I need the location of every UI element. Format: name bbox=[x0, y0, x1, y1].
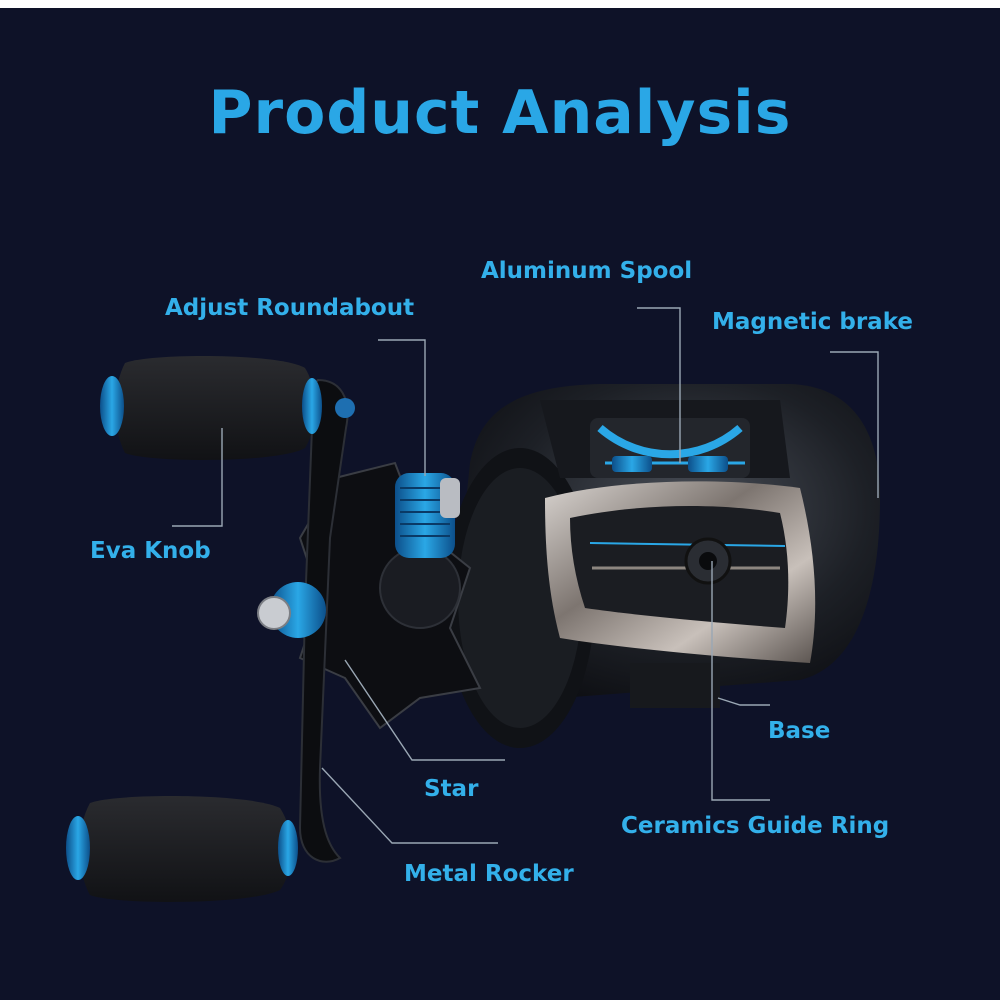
label-aluminum-spool: Aluminum Spool bbox=[481, 258, 693, 284]
guide-ring bbox=[684, 537, 732, 585]
reel-base bbox=[630, 663, 720, 708]
diagram-canvas: Product Analysis bbox=[0, 8, 1000, 1000]
leader-aluminum-spool bbox=[637, 307, 681, 463]
leader-base bbox=[717, 697, 770, 706]
leader-eva-knob bbox=[172, 428, 223, 527]
leader-adjust-roundabout bbox=[378, 339, 426, 476]
page-title: Product Analysis bbox=[208, 78, 792, 148]
spool bbox=[590, 418, 750, 478]
label-adjust-roundabout: Adjust Roundabout bbox=[165, 295, 415, 321]
leader-metal-rocker bbox=[321, 767, 498, 844]
leader-lines bbox=[172, 307, 879, 844]
label-star: Star bbox=[424, 776, 479, 802]
eva-knob-bottom bbox=[66, 796, 298, 902]
metal-rocker bbox=[257, 378, 355, 863]
reel-illustration bbox=[66, 307, 880, 902]
eva-knob-top bbox=[100, 356, 322, 460]
leader-ceramics-guide-ring bbox=[711, 561, 770, 801]
label-magnetic-brake: Magnetic brake bbox=[712, 309, 913, 335]
leader-magnetic-brake bbox=[830, 351, 879, 498]
label-metal-rocker: Metal Rocker bbox=[404, 861, 574, 887]
label-base: Base bbox=[768, 718, 831, 744]
adjust-roundabout-knob bbox=[395, 473, 460, 558]
chrome-frame bbox=[545, 481, 816, 663]
leader-star bbox=[344, 659, 505, 761]
label-eva-knob: Eva Knob bbox=[90, 538, 211, 564]
label-ceramics-guide-ring: Ceramics Guide Ring bbox=[621, 813, 890, 839]
